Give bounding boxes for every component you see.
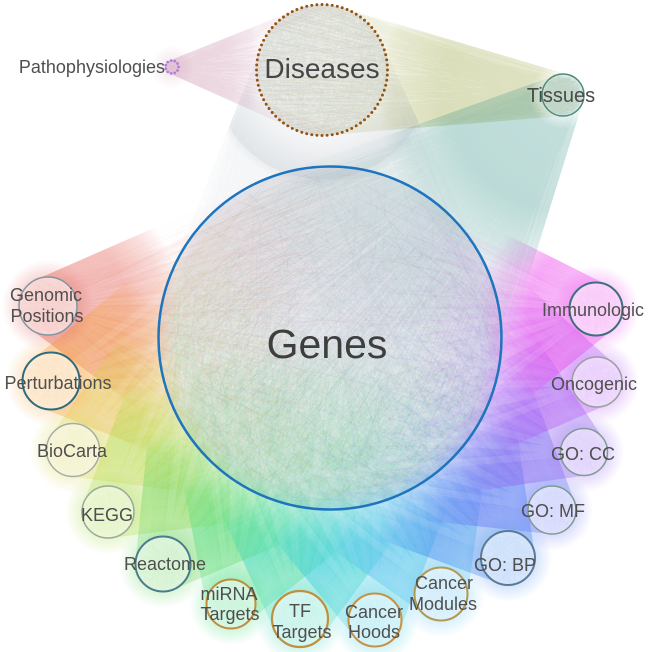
svg-text:Perturbations: Perturbations [4, 373, 111, 393]
svg-text:Genomic: Genomic [10, 285, 82, 305]
svg-text:TF: TF [289, 601, 311, 621]
svg-text:BioCarta: BioCarta [37, 441, 108, 461]
svg-text:Cancer: Cancer [415, 573, 473, 593]
svg-text:Targets: Targets [272, 622, 331, 642]
svg-text:Targets: Targets [200, 604, 259, 624]
svg-text:Reactome: Reactome [124, 554, 206, 574]
svg-text:Diseases: Diseases [264, 53, 379, 84]
svg-text:Cancer: Cancer [345, 602, 403, 622]
svg-text:KEGG: KEGG [81, 505, 133, 525]
svg-text:Immunologic: Immunologic [542, 300, 644, 320]
svg-text:GO: MF: GO: MF [521, 501, 585, 521]
svg-text:GO: CC: GO: CC [551, 444, 615, 464]
svg-text:GO: BP: GO: BP [474, 555, 536, 575]
svg-text:Pathophysiologies: Pathophysiologies [19, 57, 165, 77]
svg-text:Positions: Positions [10, 306, 83, 326]
svg-text:Modules: Modules [409, 594, 477, 614]
svg-text:Genes: Genes [267, 321, 388, 367]
svg-text:Oncogenic: Oncogenic [551, 374, 637, 394]
svg-text:Hoods: Hoods [348, 622, 400, 642]
svg-text:miRNA: miRNA [201, 584, 258, 604]
svg-text:Tissues: Tissues [527, 85, 595, 107]
